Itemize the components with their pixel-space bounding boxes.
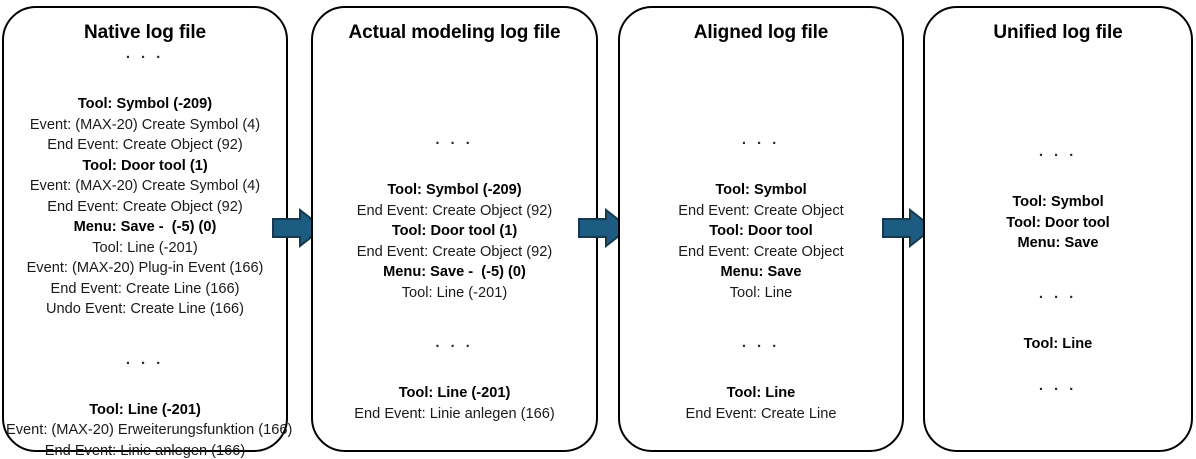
log-line: Tool: Line (-201) [92,239,198,256]
log-line: End Event: Create Object (92) [356,202,553,219]
ellipsis-marker: · · · [435,135,474,152]
log-file-box-actual-modeling: Actual modeling log file · · · Tool: Symb… [311,6,598,452]
box-title-native: Native log file [83,22,207,43]
ellipsis-marker: · · · [125,49,165,66]
ellipsis-marker: · · · [435,338,474,355]
box-title-aligned: Aligned log file [693,22,829,43]
log-line: End Event: Create Object [678,202,844,219]
log-line: End Event: Linie anlegen (166) [354,405,555,422]
log-line: End Event: Create Object (92) [47,137,243,153]
log-line: End Event: Create Object (92) [47,198,243,215]
spacer [315,303,594,337]
log-line: Tool: Line [729,284,793,301]
ellipsis-marker: · · · [1038,147,1078,164]
log-line: End Event: Create Line (166) [50,280,240,297]
log-line: Tool: Door tool (1) [82,157,208,174]
log-line: Menu: Save [720,264,802,280]
spacer [622,357,900,383]
log-line: Tool: Line (-201) [398,385,511,401]
arrow-right-icon-aligned-to-unified [882,207,935,249]
spacer [622,303,900,337]
log-line: Event: (MAX-20) Create Symbol (4) [29,116,261,133]
log-line: Menu: Save [1017,235,1099,251]
box-title-actual-modeling: Actual modeling log file [348,22,561,43]
log-line: End Event: Create Object [678,243,844,260]
log-line: Tool: Symbol [1012,194,1104,210]
log-line: End Event: Create Line [685,405,837,422]
spacer [622,424,900,458]
ellipsis-marker: · · · [741,135,781,152]
box-body-native: · · · Tool: Symbol (-209) Event: (MAX-20) … [6,48,293,459]
log-line: Menu: Save - (-5) (0) [73,219,217,235]
ellipsis-marker: · · · [1038,288,1078,306]
log-line: Tool: Door tool (1) [391,223,518,239]
log-line: Tool: Door tool [709,223,813,239]
box-body-actual-modeling: · · · Tool: Symbol (-209) End Event: Creat… [315,100,594,459]
spacer [927,354,1189,380]
spacer [622,100,900,134]
log-line: Event: (MAX-20) Erweiterungsfunktion (16… [6,422,293,438]
log-line: Tool: Door tool [1006,214,1110,231]
log-line: Tool: Symbol [715,182,807,198]
arrow-right-icon-actual-to-aligned [578,207,631,249]
log-file-box-native: Native log file · · · Tool: Symbol (-209)… [2,6,292,459]
log-line: Tool: Line [1023,335,1093,352]
spacer [6,374,284,400]
spacer [315,100,594,134]
spacer [927,254,1189,288]
log-line: Tool: Line (-201) [89,401,201,418]
spacer [6,320,284,354]
log-line: Event: (MAX-20) Create Symbol (4) [29,178,261,194]
log-line: Tool: Symbol (-209) [77,96,213,112]
spacer [6,68,284,94]
log-line: Menu: Save - (-5) (0) [383,264,526,280]
box-title-unified: Unified log file [993,22,1123,43]
spacer [315,154,594,180]
spacer [622,154,900,180]
ellipsis-marker: · · · [741,338,781,355]
log-line: Tool: Line [726,385,796,401]
log-line: End Event: Linie anlegen (166) [44,442,246,459]
ellipsis-marker: · · · [1038,381,1078,398]
log-line: Undo Event: Create Line (166) [46,301,244,317]
spacer [927,166,1189,192]
spacer [927,308,1189,334]
spacer [315,424,594,458]
log-line: Tool: Symbol (-209) [387,182,522,198]
log-line: Event: (MAX-20) Plug-in Event (166) [26,260,264,276]
spacer [315,357,594,383]
log-line: Tool: Line (-201) [401,284,508,301]
log-line: End Event: Create Object (92) [356,243,553,260]
ellipsis-marker: · · · [125,354,165,372]
